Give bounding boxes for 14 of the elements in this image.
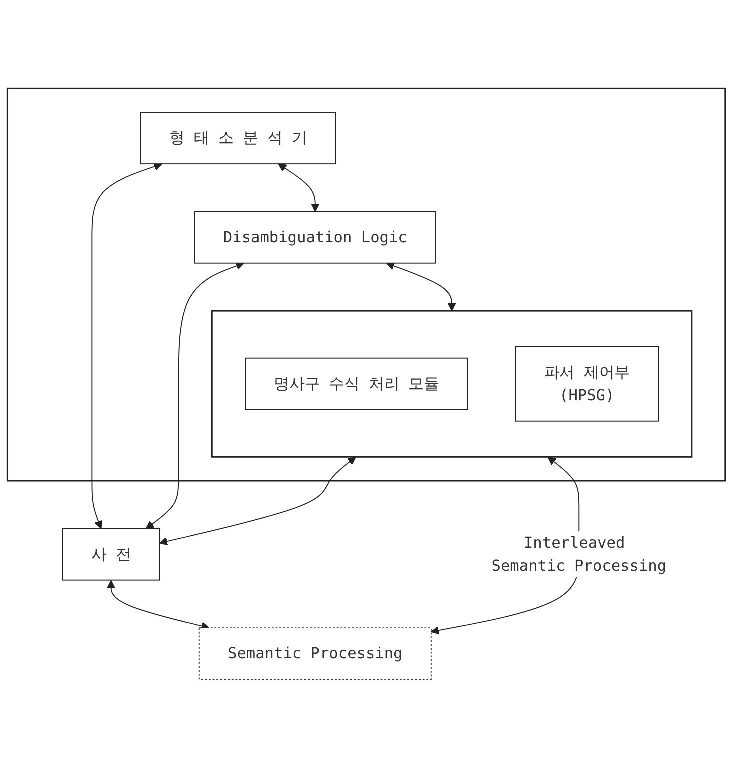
arrow [278,164,320,213]
node-box: 사 전 [62,528,160,582]
node-box: Semantic Processing [198,628,432,680]
node-box: 명사구 수식 처리 모듈 [245,358,468,411]
node-box: 파서 제어부 (HPSG) [515,346,659,422]
cluster [211,310,693,458]
arrow [146,262,244,530]
node-box: Disambiguation Logic [194,212,436,264]
node-box: 형 태 소 분 석 기 [140,112,336,165]
cluster [6,88,726,482]
arrow [92,163,162,530]
edge-label: Interleaved Semantic Processing [492,534,667,575]
arrow [159,457,356,546]
arrow [386,262,456,312]
